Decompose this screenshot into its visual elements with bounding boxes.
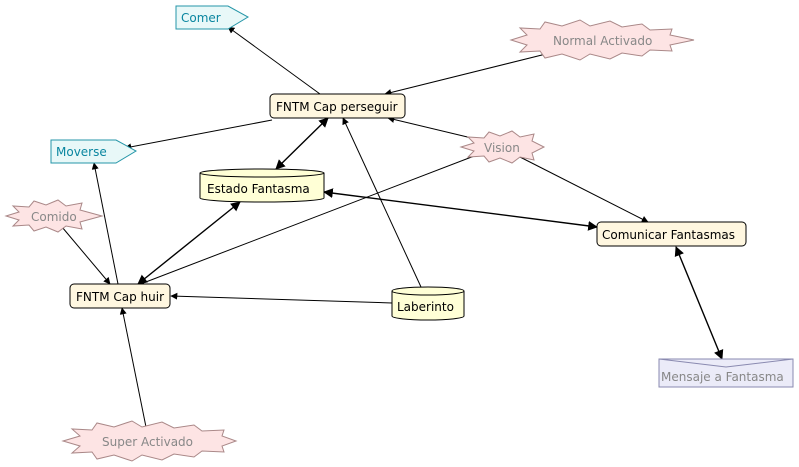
edges-layer xyxy=(61,26,724,428)
edge-perseguir-comer xyxy=(227,26,321,95)
node-laberinto-label: Laberinto xyxy=(397,300,454,314)
edge-vision-perseguir xyxy=(387,116,481,141)
edge-comido-huir xyxy=(61,226,111,285)
node-comido[interactable]: Comido xyxy=(4,199,104,233)
node-super-activado[interactable]: Super Activado xyxy=(61,420,238,462)
edge-vision-comunicar xyxy=(519,156,649,223)
node-normal-activado-label: Normal Activado xyxy=(553,34,652,48)
node-comunicar-fantasmas-label: Comunicar Fantasmas xyxy=(602,228,735,242)
node-moverse-label: Moverse xyxy=(56,145,107,159)
edge-perseguir-estado xyxy=(275,117,329,170)
node-laberinto[interactable]: Laberinto xyxy=(391,286,465,321)
edge-normal-perseguir xyxy=(384,50,559,96)
node-fntm-cap-huir[interactable]: FNTM Cap huir xyxy=(69,283,171,309)
node-moverse[interactable]: Moverse xyxy=(50,139,138,164)
node-fntm-cap-perseguir-label: FNTM Cap perseguir xyxy=(276,100,398,114)
node-mensaje-a-fantasma[interactable]: Mensaje a Fantasma xyxy=(658,358,794,388)
node-comunicar-fantasmas[interactable]: Comunicar Fantasmas xyxy=(596,221,747,247)
node-super-activado-label: Super Activado xyxy=(102,435,193,449)
edge-estado-huir xyxy=(137,201,241,285)
node-estado-fantasma-label: Estado Fantasma xyxy=(207,182,310,196)
node-vision[interactable]: Vision xyxy=(459,130,546,164)
node-comido-label: Comido xyxy=(31,210,77,224)
node-comer-label: Comer xyxy=(181,11,221,25)
edge-estado-comunicar xyxy=(323,188,598,231)
node-normal-activado[interactable]: Normal Activado xyxy=(509,19,695,61)
edge-super-huir xyxy=(119,307,147,428)
edge-laberinto-huir xyxy=(170,292,393,304)
node-mensaje-a-fantasma-label: Mensaje a Fantasma xyxy=(661,370,784,384)
node-estado-fantasma[interactable]: Estado Fantasma xyxy=(199,168,325,203)
edge-comunicar-mensaje xyxy=(674,246,724,360)
node-fntm-cap-perseguir[interactable]: FNTM Cap perseguir xyxy=(269,93,406,119)
node-vision-label: Vision xyxy=(484,141,520,155)
node-comer[interactable]: Comer xyxy=(175,5,250,30)
edge-perseguir-moverse xyxy=(124,119,273,151)
node-fntm-cap-huir-label: FNTM Cap huir xyxy=(76,290,164,304)
edge-huir-moverse xyxy=(91,162,119,285)
